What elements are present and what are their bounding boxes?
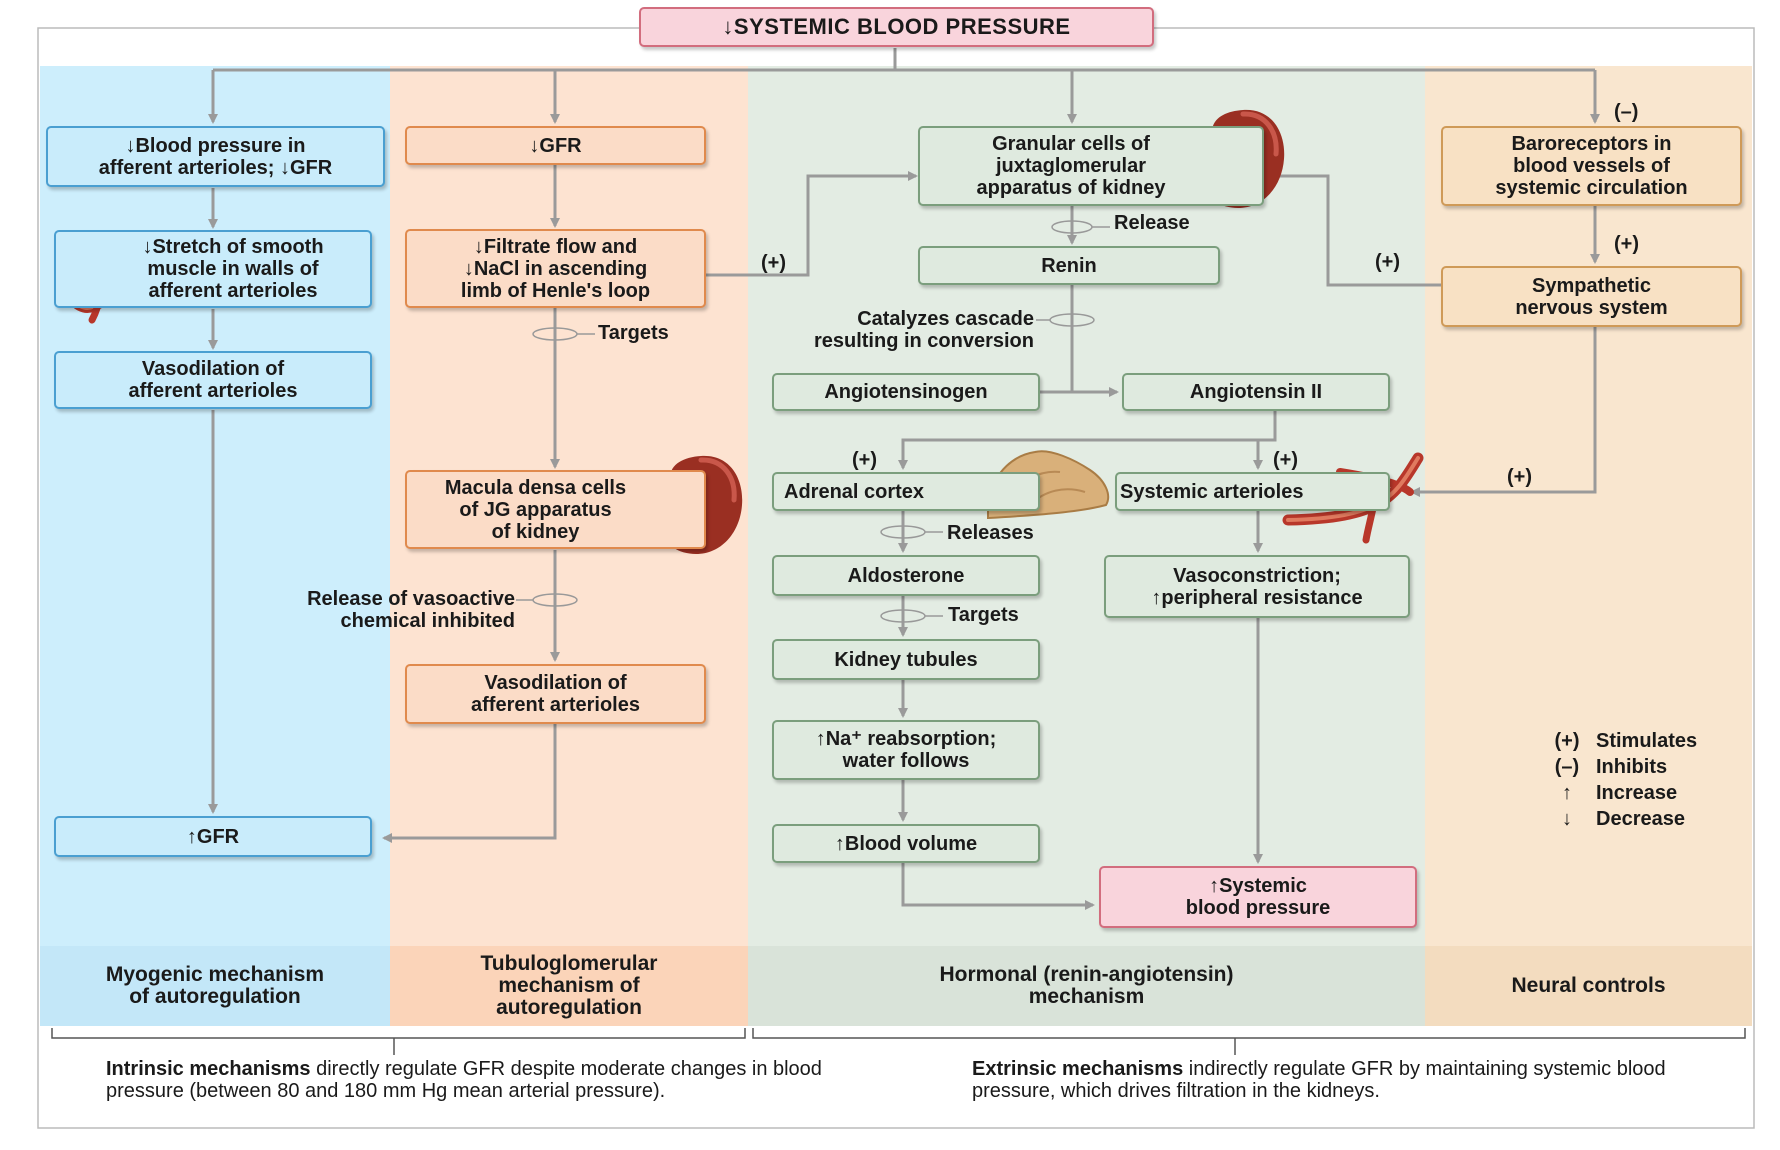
footer-myogenic-bg [40, 946, 390, 1026]
myogenic-bp-box: ↓Blood pressure in afferent arterioles; … [46, 126, 385, 187]
sympathetic-box: Sympathetic nervous system [1441, 266, 1742, 327]
angiotensinogen-box: Angiotensinogen [772, 373, 1040, 411]
legend-text: Increase [1596, 782, 1678, 804]
adrenal-cortex-box: Adrenal cortex [772, 472, 1040, 511]
legend-text: Stimulates [1596, 730, 1698, 752]
release-label: Release [1114, 212, 1190, 234]
extrinsic-note-bold: Extrinsic mechanisms [972, 1058, 1184, 1080]
tubulo-targets-label: Targets [598, 322, 669, 344]
inhibit-sign: (–) [1614, 101, 1639, 123]
title-box: ↓SYSTEMIC BLOOD PRESSURE [639, 7, 1154, 47]
myogenic-stretch-box: ↓Stretch of smooth muscle in walls of af… [54, 230, 372, 308]
leader-lines [516, 226, 1110, 617]
granular-cells-box: Granular cells of juxtaglomerular appara… [918, 126, 1264, 206]
vasoconstriction-box: Vasoconstriction; ↑peripheral resistance [1104, 555, 1410, 618]
stimulate-sign: (+) [761, 252, 786, 274]
extrinsic-note-text: indirectly regulate GFR by maintaining s… [972, 1058, 1666, 1102]
column-neural-bg [1425, 66, 1752, 946]
renin-box: Renin [918, 246, 1220, 285]
column-myogenic-bg [40, 66, 390, 946]
angiotensin-ii-box: Angiotensin II [1122, 373, 1390, 411]
stimulate-sign: (+) [1375, 251, 1400, 273]
stimulate-sign: (+) [852, 449, 877, 471]
intrinsic-note-bold: Intrinsic mechanisms [106, 1058, 311, 1080]
arrows [208, 48, 1600, 910]
kidney-tubules-box: Kidney tubules [772, 639, 1040, 680]
tubulo-filtrate-box: ↓Filtrate flow and ↓NaCl in ascending li… [405, 229, 706, 308]
targets-label: Targets [948, 604, 1019, 626]
intrinsic-note-text: directly regulate GFR despite moderate c… [106, 1058, 822, 1102]
footer-myogenic: Myogenic mechanism of autoregulation [105, 963, 325, 1008]
legend-symbol: ↑ [1562, 782, 1572, 804]
aldosterone-box: Aldosterone [772, 555, 1040, 596]
stimulate-sign: (+) [1614, 233, 1639, 255]
blood-volume-box: ↑Blood volume [772, 824, 1040, 863]
intrinsic-note: Intrinsic mechanisms directly regulate G… [106, 1058, 866, 1102]
myogenic-vasodilation-box: Vasodilation of afferent arterioles [54, 351, 372, 409]
tubulo-release-label: Release of vasoactive chemical inhibited [307, 588, 515, 632]
tubulo-gfr-box: ↓GFR [405, 126, 706, 165]
extrinsic-note: Extrinsic mechanisms indirectly regulate… [972, 1058, 1672, 1102]
footer-brackets [51, 1028, 1746, 1055]
legend-text: Inhibits [1596, 756, 1668, 778]
stimulate-sign: (+) [1507, 466, 1532, 488]
catalyzes-label: Catalyzes cascade resulting in conversio… [813, 308, 1034, 352]
systemic-bp-box: ↑Systemic blood pressure [1099, 866, 1417, 928]
legend-symbol: (+) [1554, 730, 1580, 752]
baroreceptors-box: Baroreceptors in blood vessels of system… [1441, 126, 1742, 206]
releases-label: Releases [947, 522, 1034, 544]
legend-symbol: (–) [1554, 756, 1580, 778]
footer-hormonal-bg [748, 946, 1425, 1026]
stimulate-sign: (+) [1273, 449, 1298, 471]
myogenic-gfr-box: ↑GFR [54, 816, 372, 857]
tubulo-macula-densa-box: Macula densa cells of JG apparatus of ki… [405, 470, 706, 549]
footer-neural: Neural controls [1511, 974, 1666, 997]
na-reabsorption-box: ↑Na⁺ reabsorption; water follows [772, 720, 1040, 780]
footer-hormonal: Hormonal (renin-angiotensin) mechanism [939, 963, 1234, 1008]
footer-tubulo-bg [390, 946, 748, 1026]
footer-tubulo: Tubuloglomerular mechanism of autoregula… [480, 952, 658, 1019]
footer-neural-bg [1425, 946, 1752, 1026]
systemic-arterioles-box: Systemic arterioles [1115, 472, 1390, 511]
legend-text: Decrease [1596, 808, 1685, 830]
tubulo-vasodilation-box: Vasodilation of afferent arterioles [405, 664, 706, 724]
legend-symbol: ↓ [1562, 808, 1572, 830]
